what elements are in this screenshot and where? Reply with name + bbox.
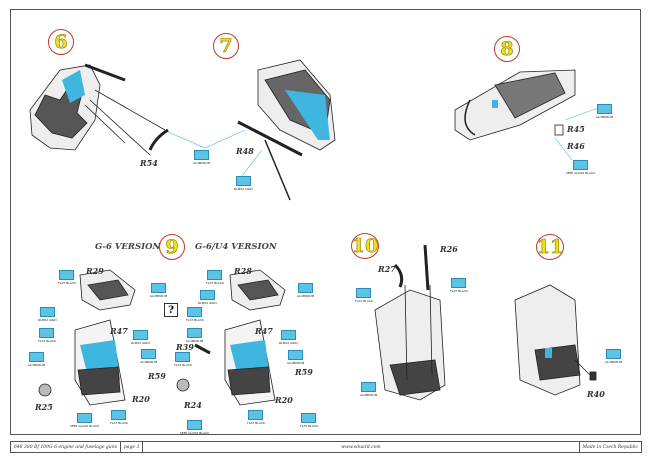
color-callout-flat-black: FLAT BLACK	[186, 307, 204, 322]
assembly-drawing-step9-g6u4	[176, 269, 286, 406]
color-callout-flat-black: FLAT BLACK	[247, 410, 265, 425]
leader-line	[554, 137, 573, 161]
step-number-8: 8	[494, 36, 520, 62]
part-r54-drawing	[148, 128, 169, 151]
color-callout-flat-black: FLAT BLACK	[38, 328, 56, 343]
leader-line	[564, 107, 599, 121]
color-callout-aluminium: ALUMINIUM	[297, 283, 314, 298]
color-callout-rlm02: RLM02 GRAY	[38, 307, 57, 322]
part-label-r45: R45	[567, 124, 585, 134]
color-callout-flat-black: FLAT BLACK	[355, 288, 373, 303]
footer-product: 648 380 Bf 109G-6 engine and fuselage gu…	[11, 442, 121, 452]
part-label-r47: R47	[110, 326, 128, 336]
color-callout-aluminium: ALUMINIUM	[186, 328, 203, 343]
part-label-r27: R27	[378, 264, 396, 274]
part-label-r28: R28	[234, 266, 252, 276]
assembly-drawing-step9-g6	[38, 269, 136, 406]
part-label-r26: R26	[440, 244, 458, 254]
color-callout-aluminium: ALUMINIUM	[150, 283, 167, 298]
color-callout-rlm02: RLM02 GRAY	[279, 330, 298, 345]
part-label-r40: R40	[587, 389, 605, 399]
footer-origin: Made in Czech Republic	[582, 444, 638, 450]
color-callout-aluminium: ALUMINIUM	[360, 382, 377, 397]
color-callout-flat-black: FLAT BLACK	[110, 410, 128, 425]
color-callout-aluminium: ALUMINIUM	[287, 350, 304, 365]
color-callout-rlm02: RLM02 GRAY	[131, 330, 150, 345]
part-label-r59: R59	[148, 371, 166, 381]
step-number-10: 10	[351, 233, 379, 259]
color-callout-flat-black: FLAT BLACK	[206, 270, 224, 285]
page-border	[10, 9, 641, 435]
color-callout-flat-black: FLAT BLACK	[300, 413, 318, 428]
fuselage-drawing-step8	[454, 69, 576, 141]
color-callout-aluminium: ALUMINIUM	[193, 150, 210, 165]
color-callout-semi-gloss-black: SEMI GLOSS BLACK	[70, 413, 99, 428]
footer-website: www.eduard.com	[143, 442, 580, 452]
version-label-g6: G-6 VERSION	[95, 242, 161, 252]
engine-drawing-step6	[29, 63, 166, 156]
step-number-7: 7	[213, 33, 239, 59]
part-label-r47: R47	[255, 326, 273, 336]
color-callout-aluminium: ALUMINIUM	[28, 352, 45, 367]
color-callout-flat-black: FLAT BLACK	[174, 352, 192, 367]
footer-bar: 648 380 Bf 109G-6 engine and fuselage gu…	[10, 441, 642, 453]
color-callout-flat-black: FLAT BLACK	[450, 278, 468, 293]
color-callout-aluminium: ALUMINIUM	[605, 349, 622, 364]
part-label-r48: R48	[236, 146, 254, 156]
question-mark-box: ?	[164, 303, 178, 317]
step-number-11: 11	[536, 234, 564, 260]
leader-line	[167, 129, 246, 149]
part-label-r29: R29	[86, 266, 104, 276]
part-label-r39: R39	[176, 342, 194, 352]
version-label-g6u4: G-6/U4 VERSION	[195, 242, 277, 252]
color-callout-semi-gloss-black: SEMI GLOSS BLACK	[566, 160, 595, 175]
color-callout-rlm02: RLM02 GRAY	[234, 176, 253, 191]
part-label-r54: R54	[140, 158, 158, 168]
color-callout-rlm02: RLM02 GRAY	[198, 290, 217, 305]
part-label-r20: R20	[275, 395, 293, 405]
part-label-r24: R24	[184, 400, 202, 410]
part-label-r20: R20	[132, 394, 150, 404]
part-label-r25: R25	[35, 402, 53, 412]
step-number-6: 6	[48, 29, 74, 55]
part-label-r59: R59	[295, 367, 313, 377]
step-number-9: 9	[159, 234, 185, 260]
assembly-drawing-step11	[514, 284, 597, 396]
part-label-r46: R46	[567, 141, 585, 151]
color-callout-aluminium: ALUMINIUM	[140, 349, 157, 364]
color-callout-aluminium: ALUMINIUM	[596, 104, 613, 119]
color-callout-semi-gloss-black: SEMI GLOSS BLACK	[180, 420, 209, 435]
engine-drawing-step7	[237, 59, 336, 201]
leader-line	[241, 149, 263, 177]
color-callout-flat-black: FLAT BLACK	[58, 270, 76, 285]
assembly-drawing-step10	[374, 244, 446, 401]
footer-page: page 3	[121, 442, 144, 452]
